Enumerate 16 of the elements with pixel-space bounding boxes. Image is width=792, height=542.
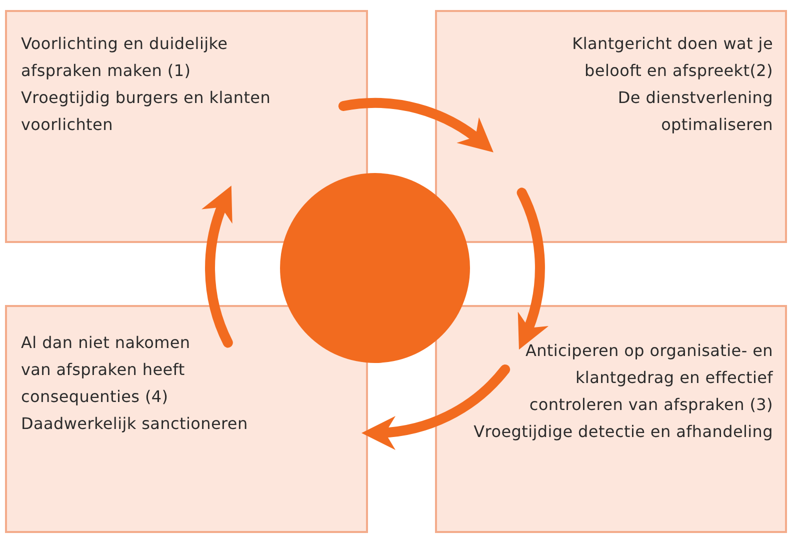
cycle-arrow: [338, 98, 494, 152]
quadrant-panel: [5, 10, 368, 243]
quadrant-panel: [5, 305, 368, 533]
step-description: Vroegtijdig burgers en klanten voorlichten: [21, 87, 272, 136]
step-description: De dienstverlening optimaliseren: [616, 87, 773, 136]
step-heading: Al dan niet nakomen van afspraken heeft consequenties (4): [21, 332, 191, 408]
cycle-arrow: [362, 364, 510, 449]
step-heading: Anticiperen op organisatie- en klantgedrag en effectief controleren van afspraken (3): [524, 340, 773, 416]
cycle-arrow: [202, 185, 234, 348]
step-description: Vroegtijdige detectie en afhandeling: [474, 421, 773, 443]
quadrant-panel: [435, 10, 787, 243]
quadrant-panel: [435, 305, 787, 533]
cycle-arrow: [516, 188, 548, 350]
step-description: Daadwerkelijk sanctioneren: [21, 413, 248, 435]
step-heading: Klantgericht doen wat je belooft en afspreekt(2): [571, 33, 773, 82]
step-heading: Voorlichting en duidelijke afspraken maken (1): [21, 33, 229, 82]
